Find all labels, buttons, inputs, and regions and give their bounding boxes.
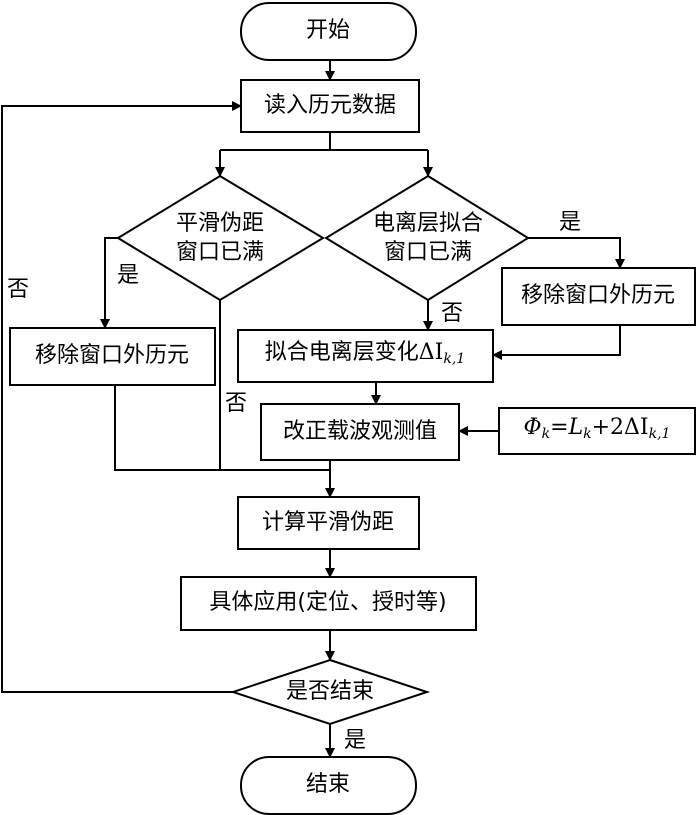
smooth-full-line1: 平滑伪距 bbox=[175, 211, 265, 236]
arrow-smooth-yes bbox=[100, 237, 118, 329]
arrow-iono-yes bbox=[528, 237, 625, 269]
compute-label: 计算平滑伪距 bbox=[261, 510, 395, 535]
correct-label: 改正载波观测值 bbox=[282, 419, 438, 444]
formula-label: Φk=Lk+2ΔIk,1 bbox=[523, 415, 671, 442]
start-terminal bbox=[240, 2, 417, 61]
smooth-window-decision bbox=[116, 174, 325, 302]
fit-iono-text: 拟合电离层变化 bbox=[264, 340, 419, 365]
remove-left-label: 移除窗口外历元 bbox=[34, 343, 190, 368]
smooth-full-line2: 窗口已满 bbox=[175, 240, 265, 265]
iono-yes-label: 是 bbox=[558, 210, 582, 235]
iono-full-line2: 窗口已满 bbox=[383, 240, 473, 265]
end-label: 结束 bbox=[305, 772, 351, 797]
end-yes-label: 是 bbox=[343, 728, 367, 753]
end-question-label: 是否结束 bbox=[285, 679, 375, 704]
arrow-remove-right-to-fit bbox=[492, 325, 621, 360]
start-label: 开始 bbox=[305, 18, 351, 43]
apply-label: 具体应用(定位、授时等) bbox=[209, 590, 447, 615]
iono-window-decision bbox=[324, 174, 530, 302]
remove-left-box bbox=[9, 327, 216, 386]
remove-right-box bbox=[501, 267, 696, 326]
arrow-loop-no bbox=[1, 101, 242, 693]
fit-iono-label: 拟合电离层变化ΔIk,1 bbox=[265, 340, 465, 372]
fit-iono-symbol: ΔIk,1 bbox=[418, 340, 466, 367]
smooth-yes-label: 是 bbox=[116, 263, 140, 288]
read-label: 读入历元数据 bbox=[263, 93, 397, 118]
loop-no-label: 否 bbox=[6, 277, 30, 302]
iono-full-line1: 电离层拟合 bbox=[372, 211, 484, 236]
smooth-no-label: 否 bbox=[224, 391, 248, 416]
line-remove-left-merge bbox=[114, 385, 330, 471]
remove-right-label: 移除窗口外历元 bbox=[520, 283, 676, 308]
iono-no-label: 否 bbox=[440, 301, 464, 326]
